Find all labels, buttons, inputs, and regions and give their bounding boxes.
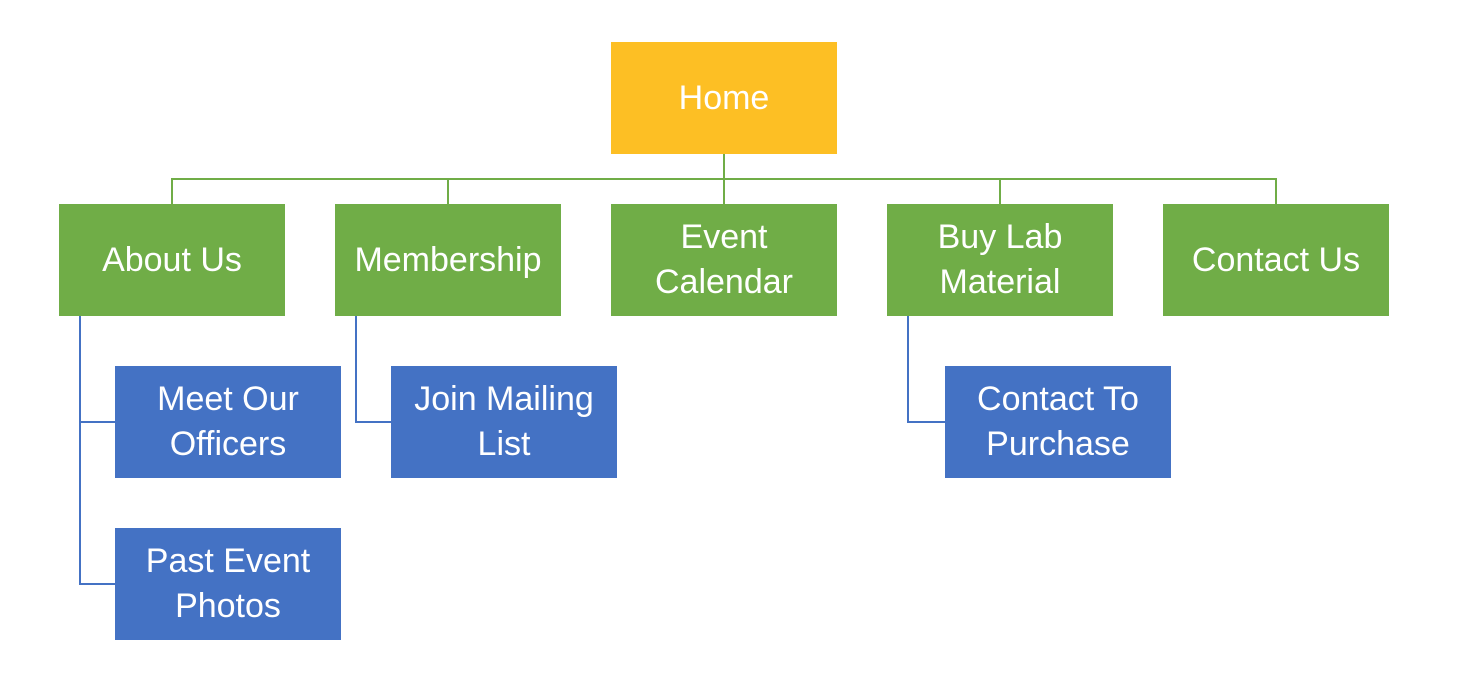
node-contact-to-purchase: Contact To Purchase bbox=[945, 366, 1171, 478]
level1-connectors bbox=[171, 154, 1277, 204]
node-past-event-photos: Past Event Photos bbox=[115, 528, 341, 640]
node-meet-our-officers: Meet Our Officers bbox=[115, 366, 341, 478]
node-about-us: About Us bbox=[59, 204, 285, 316]
level2-connectors bbox=[79, 316, 945, 585]
node-contact-us: Contact Us bbox=[1163, 204, 1389, 316]
about-children-connector bbox=[79, 316, 115, 585]
node-membership: Membership bbox=[335, 204, 561, 316]
node-event-calendar: Event Calendar bbox=[611, 204, 837, 316]
node-join-mailing-list: Join Mailing List bbox=[391, 366, 617, 478]
membership-children-connector bbox=[355, 316, 391, 423]
node-buy-lab-material: Buy Lab Material bbox=[887, 204, 1113, 316]
node-home: Home bbox=[611, 42, 837, 154]
buylab-children-connector bbox=[907, 316, 945, 423]
